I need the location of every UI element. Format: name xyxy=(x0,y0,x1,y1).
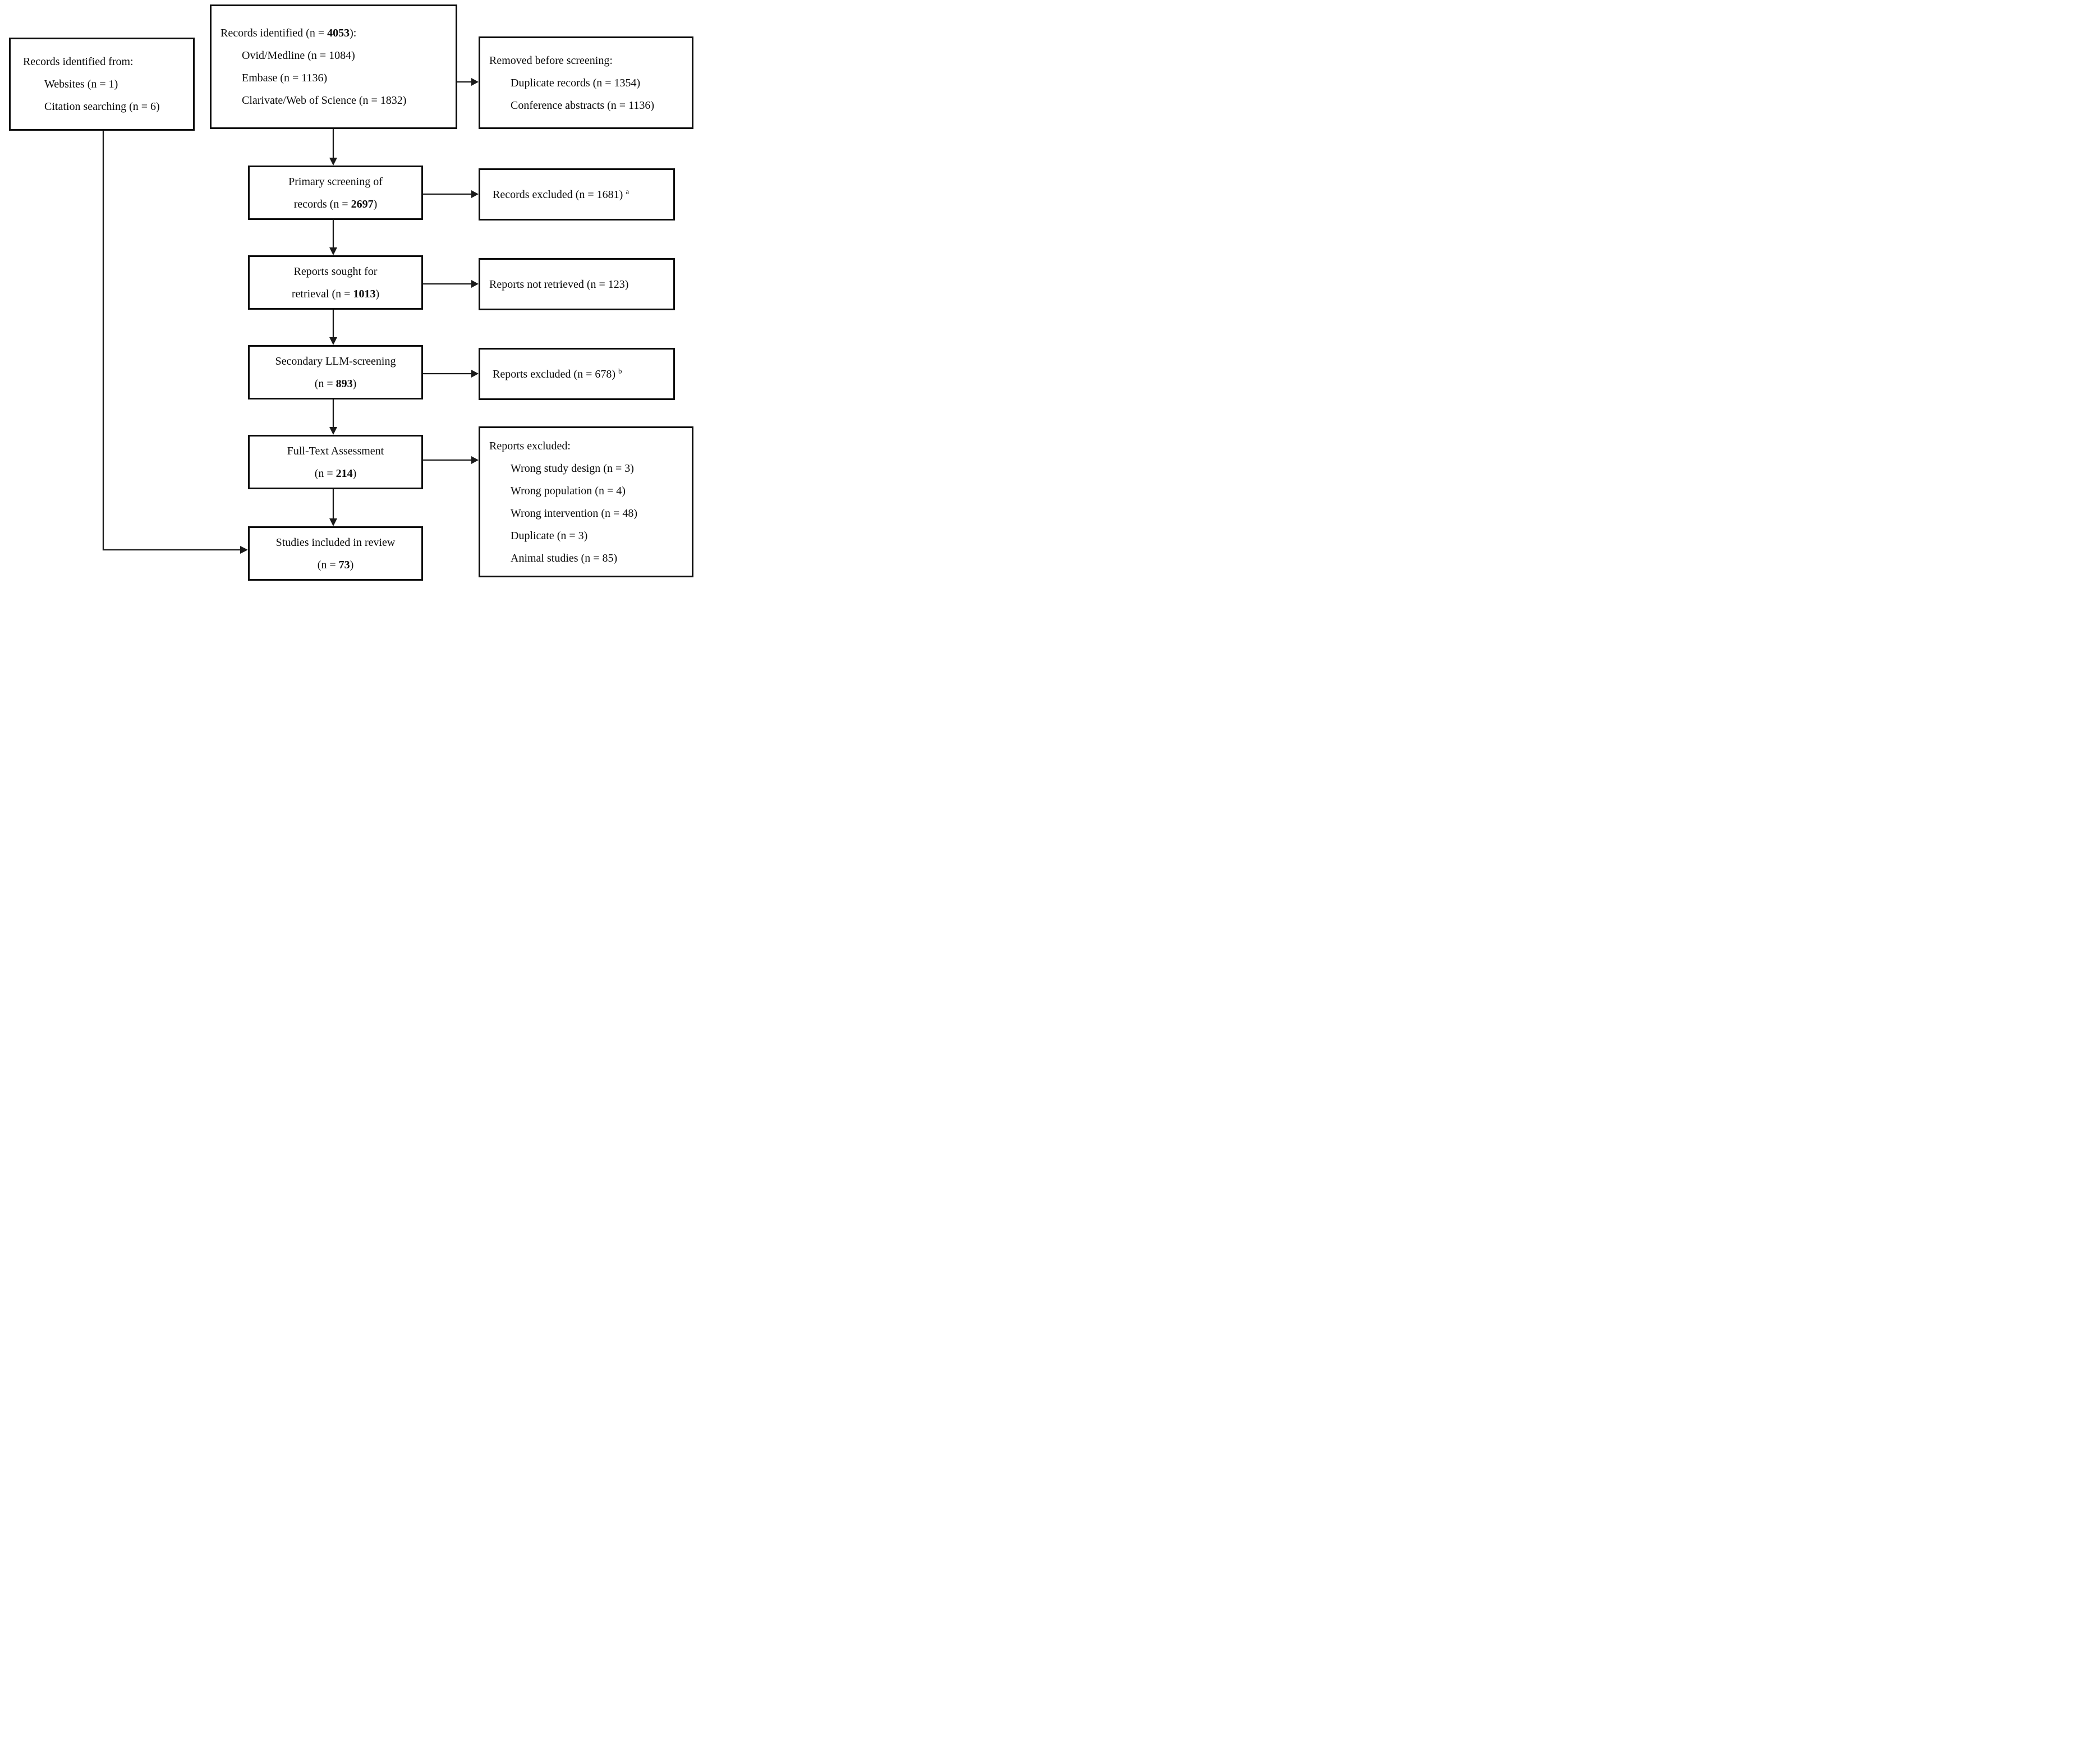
arrowhead-right-icon xyxy=(471,370,479,378)
flowbox-text-line: Citation searching (n = 6) xyxy=(44,100,160,113)
flowbox-text-line: records (n = 2697) xyxy=(293,197,378,210)
arrowhead-right-icon xyxy=(471,78,479,86)
box-primary-screening: Primary screening of records (n = 2697) xyxy=(248,166,423,220)
box-reports-excluded-fulltext: Reports excluded: Wrong study design (n =… xyxy=(479,426,693,577)
box-removed-before-screening: Removed before screening: Duplicate recor… xyxy=(479,36,693,129)
flowbox-text-line: Conference abstracts (n = 1136) xyxy=(511,99,654,112)
box-reports-not-retrieved: Reports not retrieved (n = 123) xyxy=(479,258,675,310)
flowbox-text-line: Duplicate (n = 3) xyxy=(511,529,588,542)
arrowhead-right-icon xyxy=(471,190,479,198)
box-secondary-llm-screening: Secondary LLM-screening (n = 893) xyxy=(248,345,423,399)
flowbox-text-line: Removed before screening: xyxy=(489,54,613,67)
flowbox-text-line: Wrong population (n = 4) xyxy=(511,484,626,497)
flowbox-text-line: (n = 214) xyxy=(314,467,357,480)
arrowhead-right-icon xyxy=(240,546,248,554)
box-records-identified-databases: Records identified (n = 4053): Ovid/Medli… xyxy=(210,4,457,129)
flowbox-text-line: Reports sought for xyxy=(293,265,378,278)
flowbox-text-line: Reports excluded (n = 678) b xyxy=(493,366,622,380)
arrowhead-down-icon xyxy=(329,427,337,435)
flowbox-text-line: Records excluded (n = 1681) a xyxy=(493,186,629,201)
flowbox-text-line: Wrong intervention (n = 48) xyxy=(511,507,637,520)
box-reports-sought-retrieval: Reports sought for retrieval (n = 1013) xyxy=(248,255,423,310)
flowbox-text-line: Embase (n = 1136) xyxy=(242,72,328,84)
flowbox-text-line: (n = 73) xyxy=(317,558,354,571)
arrowhead-down-icon xyxy=(329,158,337,166)
box-records-excluded: Records excluded (n = 1681) a xyxy=(479,168,675,220)
arrowhead-down-icon xyxy=(329,518,337,526)
box-fulltext-assessment: Full-Text Assessment (n = 214) xyxy=(248,435,423,489)
flowbox-text-line: Primary screening of xyxy=(288,175,383,188)
flowbox-text-line: retrieval (n = 1013) xyxy=(291,287,380,300)
flowbox-text-line: Duplicate records (n = 1354) xyxy=(511,76,641,89)
arrowhead-down-icon xyxy=(329,337,337,345)
flowbox-text-line: Animal studies (n = 85) xyxy=(511,552,618,564)
flowbox-text-line: Secondary LLM-screening xyxy=(275,355,396,367)
prisma-flow-diagram: Records identified from: Websites (n = 1)… xyxy=(0,0,700,585)
flowbox-text-line: Studies included in review xyxy=(275,536,396,549)
box-studies-included-review: Studies included in review (n = 73) xyxy=(248,526,423,581)
flowbox-text-line: Records identified from: xyxy=(23,56,134,68)
flowbox-text-line: Wrong study design (n = 3) xyxy=(511,462,634,475)
flowbox-text-line: Reports not retrieved (n = 123) xyxy=(489,278,629,291)
flowbox-text-line: Clarivate/Web of Science (n = 1832) xyxy=(242,94,407,107)
arrowhead-down-icon xyxy=(329,247,337,255)
arrowhead-right-icon xyxy=(471,280,479,288)
connector-other-sources-to-included xyxy=(102,131,240,551)
flowbox-text-line: Ovid/Medline (n = 1084) xyxy=(242,49,355,62)
box-reports-excluded-llm: Reports excluded (n = 678) b xyxy=(479,348,675,400)
box-records-identified-other-sources: Records identified from: Websites (n = 1)… xyxy=(9,38,195,131)
flowbox-text-line: Reports excluded: xyxy=(489,439,571,452)
flowbox-text-line: Websites (n = 1) xyxy=(44,78,118,90)
flowbox-text-line: (n = 893) xyxy=(314,377,357,390)
flowbox-text-line: Records identified (n = 4053): xyxy=(220,27,357,39)
arrowhead-right-icon xyxy=(471,456,479,464)
flowbox-text-line: Full-Text Assessment xyxy=(287,444,384,457)
